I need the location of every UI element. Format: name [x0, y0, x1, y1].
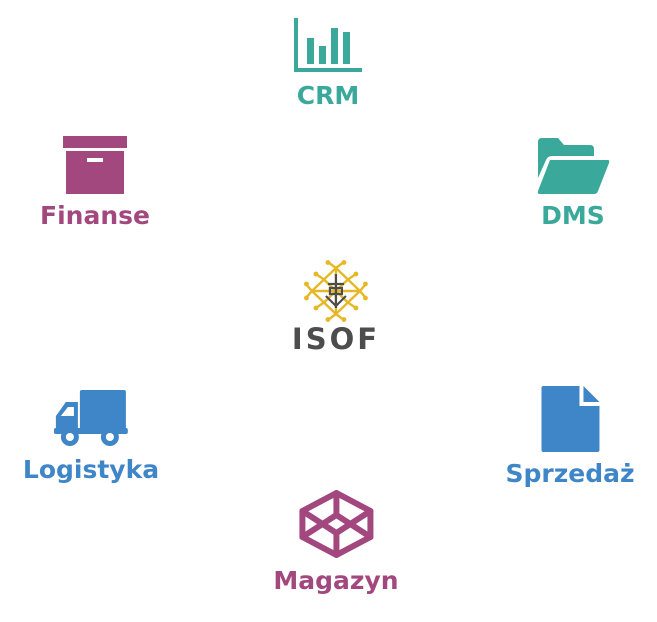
dms-module[interactable]: DMS [536, 138, 610, 230]
snowflake-logo-icon [304, 260, 368, 322]
truck-icon [53, 390, 128, 446]
crm-module[interactable]: CRM [294, 18, 362, 110]
sprzedaz-module[interactable]: Sprzedaż [505, 386, 635, 488]
isof-logo: ISOF [292, 260, 380, 354]
document-icon [541, 386, 599, 452]
finanse-label: Finanse [40, 201, 150, 230]
logistyka-module[interactable]: Logistyka [23, 390, 159, 484]
codepen-cube-icon [298, 490, 373, 558]
magazyn-label: Magazyn [273, 566, 399, 595]
folder-open-icon [537, 138, 610, 194]
logo-text: ISOF [291, 322, 381, 356]
sprzedaz-label: Sprzedaż [505, 459, 635, 488]
magazyn-module[interactable]: Magazyn [273, 489, 399, 595]
dms-label: DMS [541, 201, 605, 230]
bar-chart-icon [294, 18, 362, 72]
finanse-module[interactable]: Finanse [40, 136, 150, 230]
logistyka-label: Logistyka [22, 455, 160, 484]
crm-label: CRM [296, 81, 360, 110]
archive-box-icon [62, 136, 127, 194]
